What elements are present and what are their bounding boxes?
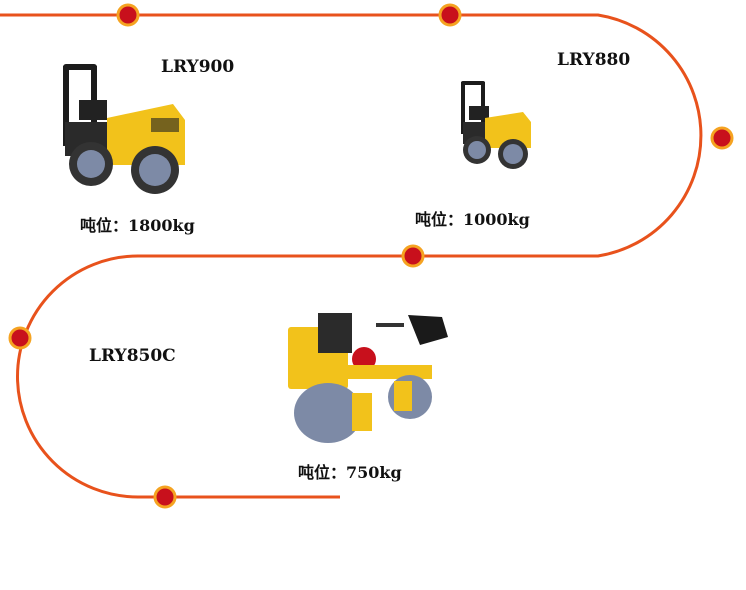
timeline-marker [8, 326, 32, 350]
weight-value: 750kg [346, 463, 402, 482]
model-name: LRY900 [161, 57, 235, 77]
model-name: LRY880 [557, 50, 631, 70]
timeline-marker [116, 3, 140, 27]
timeline-marker [401, 244, 425, 268]
weight-spec: 吨位：750kg [298, 459, 402, 483]
weight-key: 吨位： [80, 216, 129, 235]
roller-image-lry880 [461, 81, 531, 169]
timeline-line [0, 13, 703, 499]
weight-key: 吨位： [415, 210, 464, 229]
roller-image-lry900 [63, 64, 185, 194]
roller-image-lry850c [288, 313, 448, 443]
weight-spec: 吨位：1000kg [415, 206, 530, 230]
weight-value: 1800kg [128, 216, 195, 235]
weight-spec: 吨位：1800kg [80, 212, 195, 236]
weight-key: 吨位： [298, 463, 347, 482]
model-name: LRY850C [89, 346, 176, 366]
weight-value: 1000kg [463, 210, 530, 229]
timeline-marker [710, 126, 734, 150]
timeline-marker [438, 3, 462, 27]
timeline-marker [153, 485, 177, 509]
